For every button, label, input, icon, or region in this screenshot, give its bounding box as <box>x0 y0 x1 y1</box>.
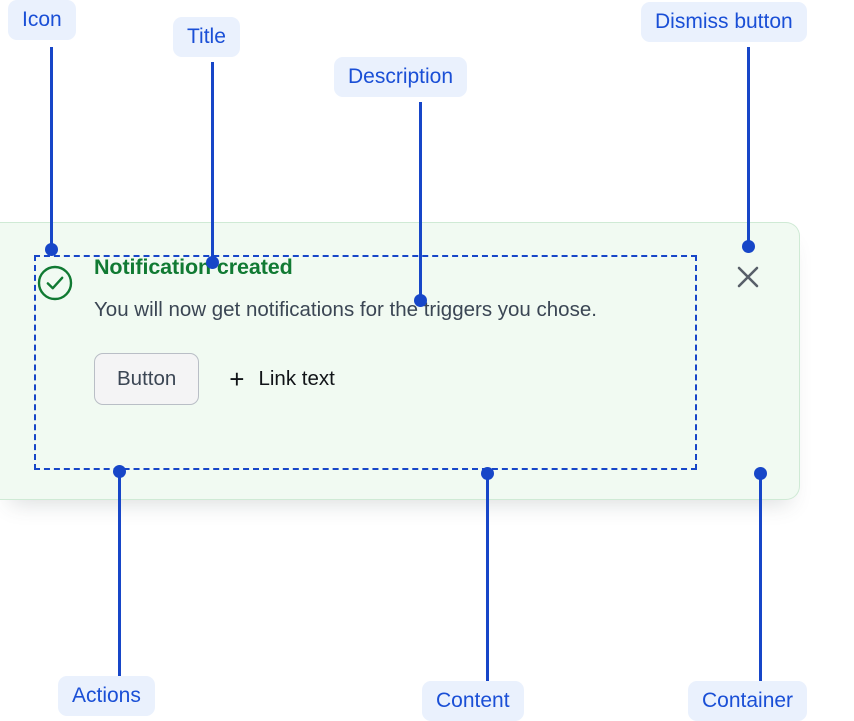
dismiss-button[interactable] <box>732 261 764 293</box>
leader-dot-description <box>414 294 427 307</box>
leader-line-icon <box>50 47 53 250</box>
leader-line-container <box>759 474 762 681</box>
toast-title: Notification created <box>94 255 293 279</box>
toast-action-button[interactable]: Button <box>94 353 200 405</box>
toast-inner: Notification created You will now get no… <box>36 253 799 499</box>
plus-icon: + <box>229 364 245 394</box>
close-x-icon <box>737 266 759 288</box>
annotation-chip-description: Description <box>334 57 468 97</box>
annotation-chip-container: Container <box>688 681 808 721</box>
leader-dot-container <box>754 467 767 480</box>
annotation-chip-dismiss-button: Dismiss button <box>641 2 807 42</box>
leader-line-content <box>486 474 489 681</box>
success-check-circle-icon <box>36 264 74 302</box>
leader-dot-actions <box>113 465 126 478</box>
annotation-chip-actions: Actions <box>58 676 155 716</box>
annotation-chip-icon: Icon <box>8 0 76 40</box>
leader-dot-title <box>206 256 219 269</box>
leader-dot-content <box>481 467 494 480</box>
toast-action-link[interactable]: + Link text <box>229 366 335 392</box>
leader-line-actions <box>118 472 121 676</box>
annotation-chip-content: Content <box>422 681 524 721</box>
leader-line-description <box>419 102 422 300</box>
toast-container: Notification created You will now get no… <box>0 222 800 500</box>
toast-content: Notification created You will now get no… <box>94 253 704 405</box>
leader-dot-icon <box>45 243 58 256</box>
toast-action-link-label: Link text <box>258 367 335 390</box>
toast-actions: Button + Link text <box>94 353 704 405</box>
toast-description: You will now get notifications for the t… <box>94 298 597 321</box>
leader-line-dismiss-button <box>747 47 750 247</box>
leader-dot-dismiss-button <box>742 240 755 253</box>
leader-line-title <box>211 62 214 262</box>
annotation-chip-title: Title <box>173 17 240 57</box>
